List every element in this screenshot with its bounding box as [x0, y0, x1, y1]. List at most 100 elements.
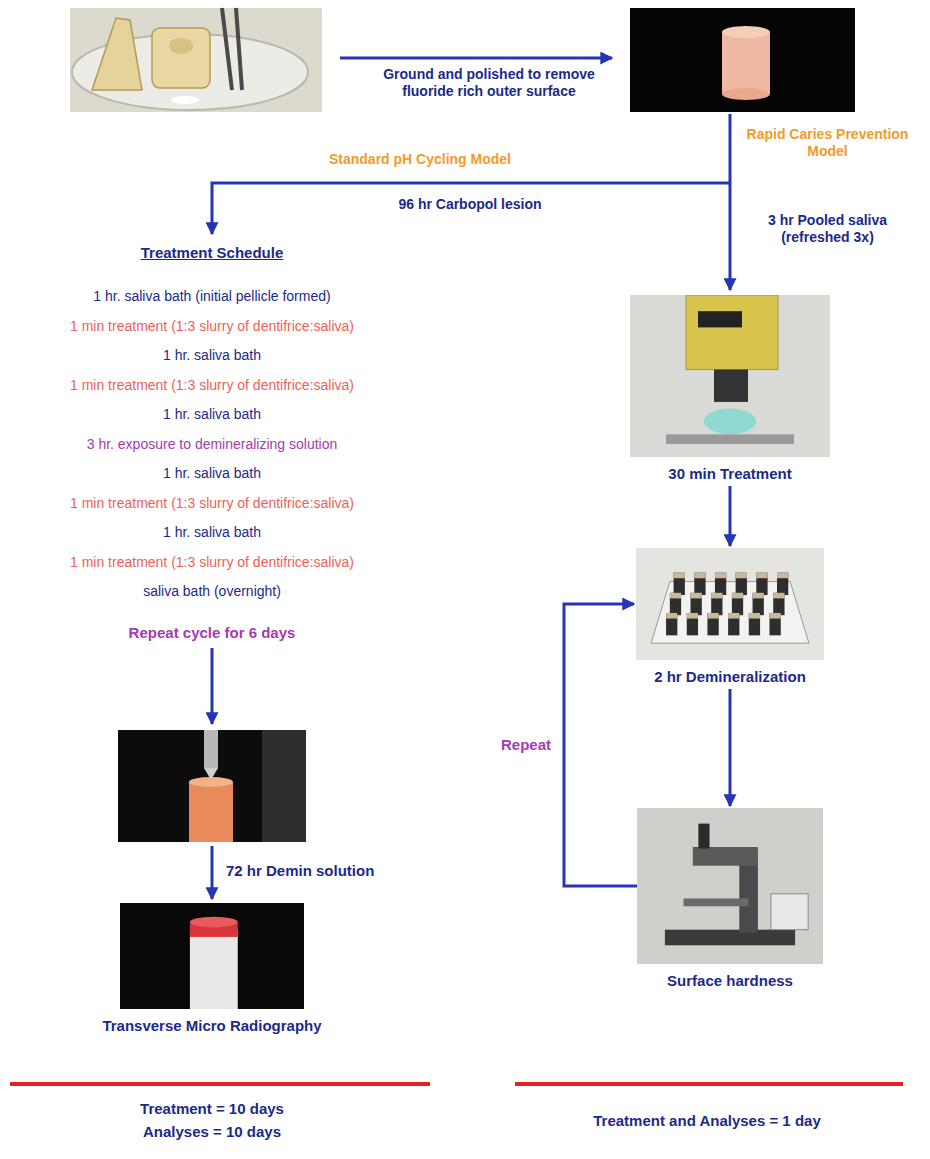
step-caption: Transverse Micro Radiography — [102, 1017, 321, 1035]
arrow-label: 96 hr Carbopol lesion — [360, 196, 580, 213]
sample-vial — [666, 613, 677, 635]
microscope-base — [665, 930, 795, 946]
schedule-step: 3 hr. exposure to demineralizing solutio… — [10, 436, 414, 453]
sample-vial — [756, 573, 767, 579]
specimen-mount — [190, 930, 238, 1010]
sample-vial — [691, 593, 702, 615]
divider-bar — [515, 1082, 903, 1086]
specimen — [189, 782, 233, 842]
flow-arrow — [729, 689, 732, 806]
control-box — [771, 894, 808, 930]
step-photo — [630, 295, 830, 457]
sample-vial — [707, 613, 718, 635]
schedule-step: 1 hr. saliva bath — [10, 406, 414, 423]
instrument-stage — [666, 434, 794, 444]
section-heading: Treatment Schedule — [62, 244, 362, 262]
enamel-cylinder — [722, 26, 770, 38]
model-name: Rapid Caries Prevention Model — [745, 126, 910, 160]
divider-bar — [10, 1082, 430, 1086]
flow-arrow — [211, 846, 214, 899]
sample-vial — [749, 613, 760, 635]
tooth-section — [152, 28, 210, 88]
schedule-step: 1 hr. saliva bath — [10, 465, 414, 482]
photo-ground — [630, 295, 830, 457]
edge-label: Repeat — [498, 735, 554, 755]
sample-vial — [715, 573, 726, 595]
sample-vial — [687, 613, 698, 635]
model-name: Standard pH Cycling Model — [300, 151, 540, 168]
sample-vial — [749, 613, 760, 619]
microscope-arm — [739, 855, 758, 933]
sample-vial — [728, 613, 739, 619]
flow-arrow — [564, 604, 637, 886]
microscope-head — [693, 847, 758, 866]
forceps — [222, 8, 232, 90]
photo-ground — [118, 730, 306, 842]
drill-bit — [204, 768, 218, 780]
microscope-eyepiece — [698, 824, 709, 849]
sample-vial — [694, 573, 705, 595]
schedule-step: 1 hr. saliva bath — [10, 347, 414, 364]
step-caption: 2 hr Demineralization — [654, 668, 806, 686]
fragment — [171, 96, 199, 104]
sample-vial — [756, 573, 767, 595]
schedule-step: 1 hr. saliva bath — [10, 524, 414, 541]
photo-step: 2 hr Demineralization — [636, 548, 824, 686]
photo-ground — [70, 8, 322, 112]
schedule-step: 1 min treatment (1:3 slurry of dentifric… — [10, 554, 414, 571]
enamel-cylinder — [722, 32, 770, 94]
summary-text: Treatment = 10 days — [62, 1100, 362, 1118]
step-photo — [637, 808, 823, 964]
step-caption: Surface hardness — [667, 972, 793, 990]
sample-vial — [777, 573, 788, 579]
summary-text: Analyses = 10 days — [62, 1123, 362, 1141]
tooth-photo — [70, 8, 322, 112]
flow-arrow — [212, 183, 730, 234]
microscope-stage — [684, 898, 749, 906]
sample-vial — [687, 613, 698, 619]
sample-vial — [732, 593, 743, 615]
sample-vial — [694, 573, 705, 579]
sample-vial — [769, 613, 780, 635]
sample-vial — [666, 613, 677, 619]
drill-bit — [204, 730, 218, 768]
schedule-step: 1 min treatment (1:3 slurry of dentifric… — [10, 318, 414, 335]
flow-arrow — [729, 114, 732, 290]
photo-ground — [636, 548, 824, 660]
photo-step: Transverse Micro Radiography — [97, 903, 327, 1035]
sample-vial — [732, 593, 743, 599]
sample-vial — [670, 593, 681, 599]
forceps — [236, 8, 242, 90]
instrument-display — [698, 311, 742, 327]
sample-vial — [711, 593, 722, 615]
photo-ground — [262, 730, 306, 842]
sample-vial — [753, 593, 764, 615]
sample-vial — [736, 573, 747, 595]
arrow-label: 3 hr Pooled saliva (refreshed 3x) — [745, 212, 910, 246]
specimen-photo — [630, 8, 855, 112]
sample-vial — [670, 593, 681, 615]
photo-ground — [120, 903, 304, 1009]
photo-ground — [630, 8, 855, 112]
sample-vial — [753, 593, 764, 599]
sample-vial — [691, 593, 702, 599]
specimen-top — [190, 917, 238, 928]
step-photo — [636, 548, 824, 660]
sample-vial — [769, 613, 780, 619]
sample-vial — [777, 573, 788, 595]
schedule-step: 1 min treatment (1:3 slurry of dentifric… — [10, 377, 414, 394]
sample-vial — [728, 613, 739, 635]
drill-photo — [118, 730, 306, 842]
sample-vial — [773, 593, 784, 615]
tooth-hole — [169, 38, 193, 54]
instrument-head — [714, 370, 748, 402]
flow-arrow — [340, 57, 612, 60]
flow-arrow — [729, 486, 732, 546]
schedule-step: 1 hr. saliva bath (initial pellicle form… — [10, 288, 414, 305]
sample-vial — [674, 573, 685, 595]
instrument-body — [686, 295, 778, 370]
specimen — [189, 777, 233, 787]
sample-vial — [736, 573, 747, 579]
petri-dish — [72, 34, 308, 110]
sample-vial — [711, 593, 722, 599]
